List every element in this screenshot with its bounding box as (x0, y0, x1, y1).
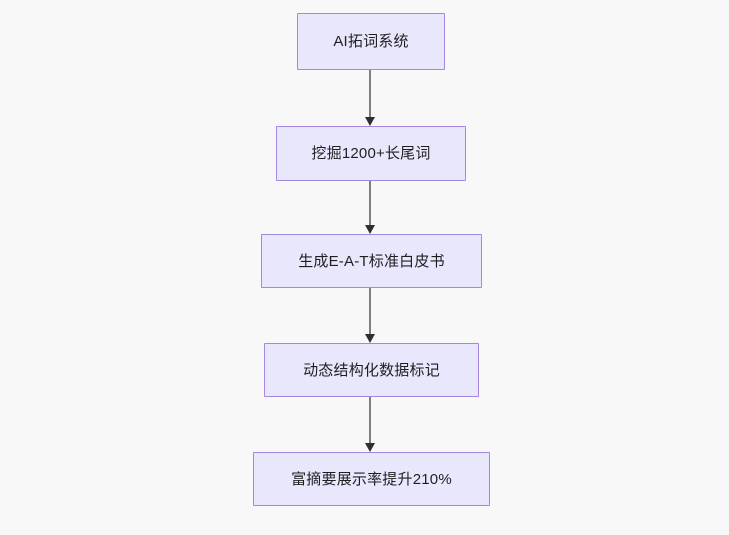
flowchart-node-label: 挖掘1200+长尾词 (311, 145, 431, 162)
edge-line (369, 397, 371, 443)
flowchart-edge-n2-n3 (365, 181, 376, 234)
flowchart-node-n3[interactable]: 生成E-A-T标准白皮书 (261, 234, 482, 288)
flowchart-node-label: 动态结构化数据标记 (303, 361, 440, 379)
flowchart-node-n1[interactable]: AI拓词系统 (297, 13, 445, 70)
flowchart-edge-n3-n4 (365, 288, 376, 343)
flowchart-node-n2[interactable]: 挖掘1200+长尾词 (276, 126, 466, 181)
flowchart-edge-n4-n5 (365, 397, 376, 452)
edge-line (369, 288, 371, 334)
flowchart-node-n4[interactable]: 动态结构化数据标记 (264, 343, 479, 397)
flowchart-edge-n1-n2 (365, 70, 376, 126)
flowchart-node-label: 富摘要展示率提升210% (291, 470, 452, 488)
edge-arrowhead-icon (365, 225, 375, 234)
edge-line (369, 181, 371, 225)
flowchart-node-n5[interactable]: 富摘要展示率提升210% (253, 452, 490, 506)
flowchart-node-label: 生成E-A-T标准白皮书 (298, 252, 445, 270)
edge-arrowhead-icon (365, 443, 375, 452)
edge-arrowhead-icon (365, 117, 375, 126)
edge-line (369, 70, 371, 117)
edge-arrowhead-icon (365, 334, 375, 343)
flowchart-node-label: AI拓词系统 (333, 33, 409, 50)
